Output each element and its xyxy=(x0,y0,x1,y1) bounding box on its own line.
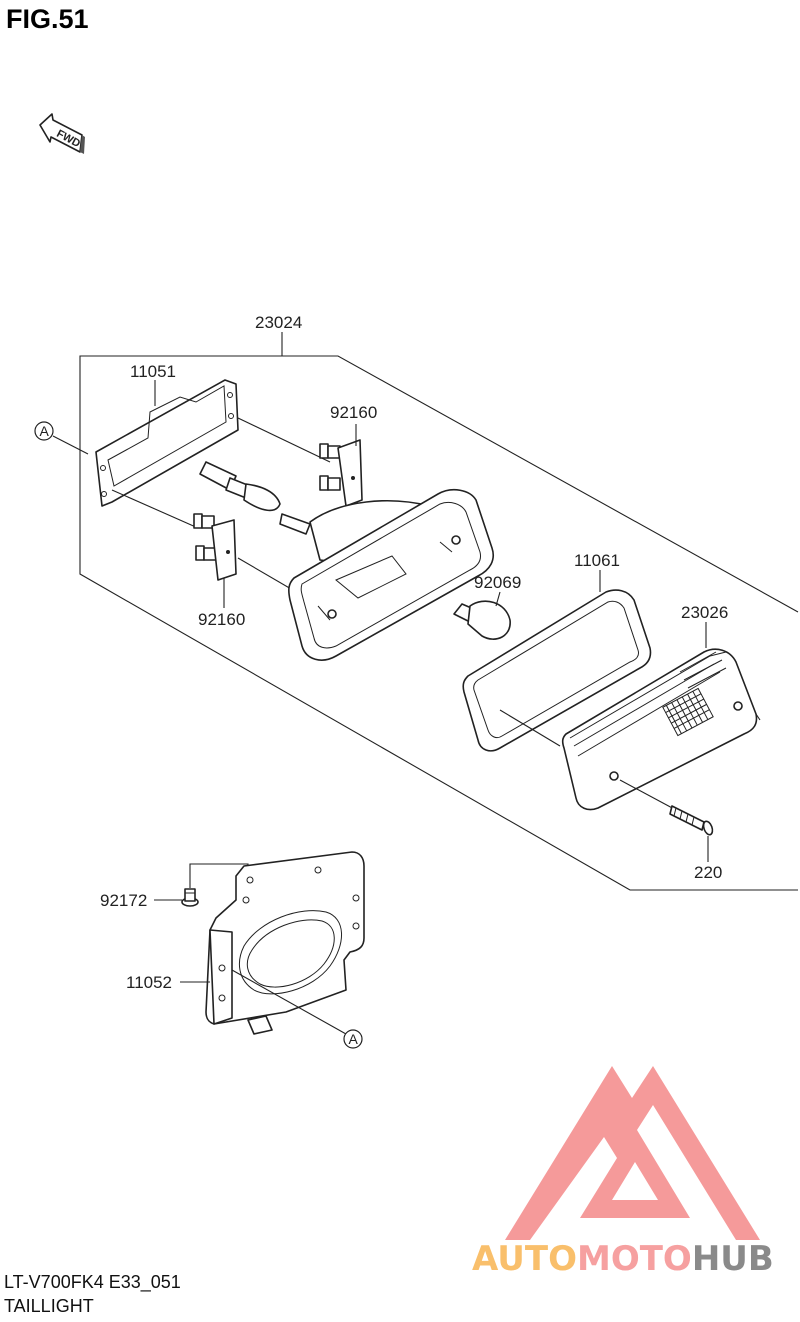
watermark-text: AUTOMOTOHUB xyxy=(472,1239,774,1279)
label-92160-upper: 92160 xyxy=(330,403,377,422)
label-92160-lower: 92160 xyxy=(198,610,245,629)
label-11051: 11051 xyxy=(130,362,176,381)
label-92172: 92172 xyxy=(100,891,147,910)
watermark-logo-icon xyxy=(505,1066,760,1240)
label-220: 220 xyxy=(694,863,722,882)
assembly-outline xyxy=(79,355,799,613)
watermark-word-hub: HUB xyxy=(692,1239,774,1279)
bulb-harness xyxy=(199,461,311,535)
watermark-word-auto: AUTO xyxy=(472,1239,577,1279)
label-23026: 23026 xyxy=(681,603,728,622)
bracket-11052 xyxy=(205,851,365,1035)
model-code: LT-V700FK4 E33_051 xyxy=(4,1272,181,1292)
label-11052: 11052 xyxy=(126,973,172,992)
screw-220 xyxy=(619,779,714,836)
gasket-11051 xyxy=(95,379,239,507)
svg-text:A: A xyxy=(349,1031,359,1047)
figure-title: FIG.51 xyxy=(6,4,89,34)
grommet-92172 xyxy=(181,888,199,907)
ref-mark-a-upper: A xyxy=(34,421,54,441)
fwd-arrow-icon: FWD xyxy=(39,113,85,154)
label-92069: 92069 xyxy=(474,573,521,592)
label-23024: 23024 xyxy=(255,313,302,332)
ref-mark-a-lower: A xyxy=(343,1029,363,1049)
figure-caption: TAILLIGHT xyxy=(4,1296,94,1316)
label-11061: 11061 xyxy=(574,551,620,570)
bulb-92069 xyxy=(453,600,511,640)
lens-23026 xyxy=(561,648,761,811)
assembly-outline-lower xyxy=(79,456,798,891)
lens-gasket-11061 xyxy=(462,589,652,752)
housing-23024 xyxy=(288,488,494,661)
watermark-word-moto: MOTO xyxy=(577,1239,692,1279)
socket-92160-lower xyxy=(193,513,237,581)
svg-text:A: A xyxy=(40,423,50,439)
socket-92160-upper xyxy=(319,439,363,507)
